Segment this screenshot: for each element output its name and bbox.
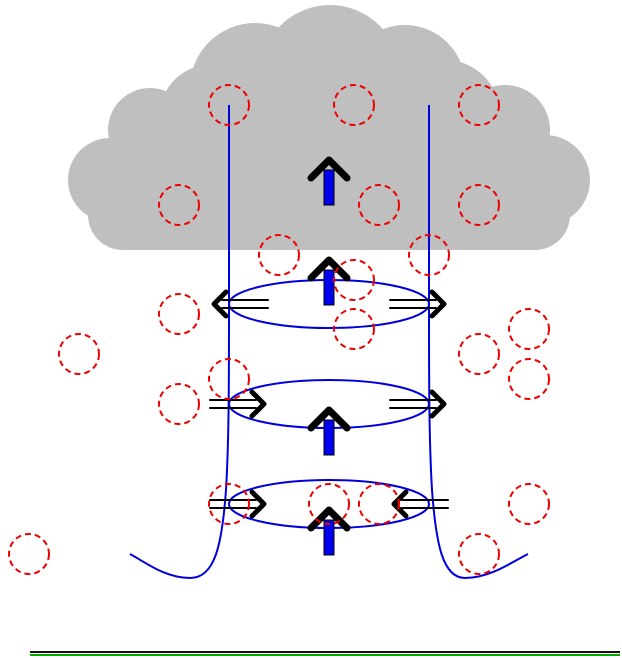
air-parcels (8, 84, 550, 575)
dashed-circle-icon (158, 383, 200, 425)
dashed-circle-icon (208, 358, 250, 400)
cloud-puff (68, 138, 152, 222)
dashed-circle-icon (458, 84, 500, 126)
dashed-circle-icon (458, 533, 500, 575)
dashed-circle-icon (333, 84, 375, 126)
dashed-circle-icon (458, 333, 500, 375)
double-arrow-inward-icon (391, 489, 449, 519)
double-arrow-inward-icon (209, 389, 267, 419)
horizontal-flow-arrows (209, 289, 449, 519)
up-arrow-icon (307, 406, 351, 456)
up-arrow-icon (307, 256, 351, 306)
updraft-arrows (307, 156, 351, 556)
dashed-circle-icon (508, 483, 550, 525)
column-left-wall (129, 105, 230, 580)
ground-line (30, 651, 620, 656)
dashed-circle-icon (508, 358, 550, 400)
dashed-circle-icon (458, 184, 500, 226)
double-arrow-outward-icon (389, 289, 447, 319)
dashed-circle-icon (158, 293, 200, 335)
dashed-circle-icon (258, 234, 300, 276)
dashed-circle-icon (208, 483, 250, 525)
dashed-circle-icon (358, 184, 400, 226)
double-arrow-outward-icon (389, 389, 447, 419)
dashed-circle-icon (358, 483, 400, 525)
dashed-circle-icon (408, 234, 450, 276)
updraft-column (129, 105, 529, 580)
double-arrow-outward-icon (211, 289, 269, 319)
cloud-body (150, 110, 530, 220)
dashed-circle-icon (333, 308, 375, 350)
double-arrow-inward-icon (209, 489, 267, 519)
dashed-circle-icon (208, 84, 250, 126)
column-right-wall (428, 105, 529, 580)
dashed-circle-icon (508, 308, 550, 350)
dashed-circle-icon (158, 184, 200, 226)
cloud (68, 5, 590, 250)
dashed-circle-icon (333, 259, 375, 301)
up-arrow-icon (307, 506, 351, 556)
dashed-circle-icon (8, 533, 50, 575)
dashed-circle-icon (308, 483, 350, 525)
dashed-circle-icon (58, 333, 100, 375)
up-arrow-icon (307, 156, 351, 206)
